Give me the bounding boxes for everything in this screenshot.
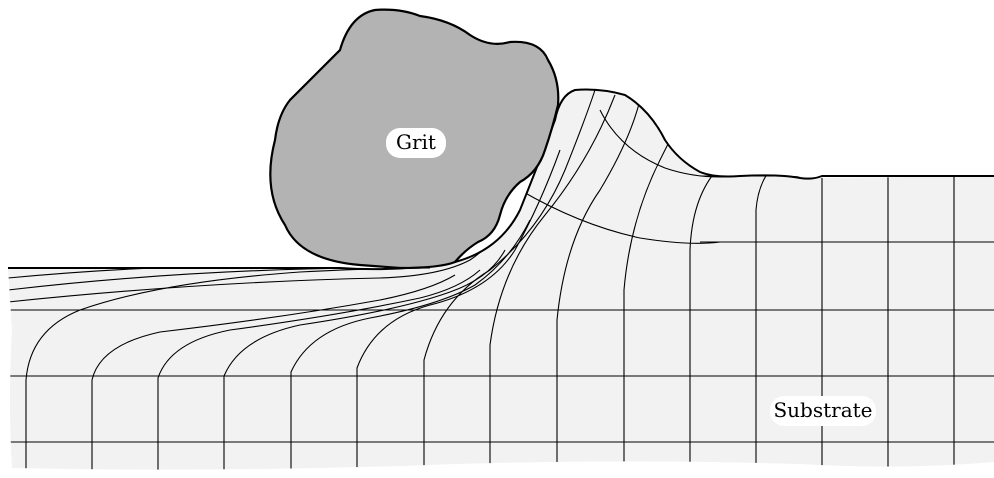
substrate-body: [8, 89, 994, 470]
substrate-label-text: Substrate: [773, 398, 872, 422]
grit-label-text: Grit: [396, 130, 436, 154]
substrate-surface: [8, 88, 994, 271]
substrate-label: Substrate: [770, 396, 876, 426]
grit-label: Grit: [386, 128, 446, 158]
